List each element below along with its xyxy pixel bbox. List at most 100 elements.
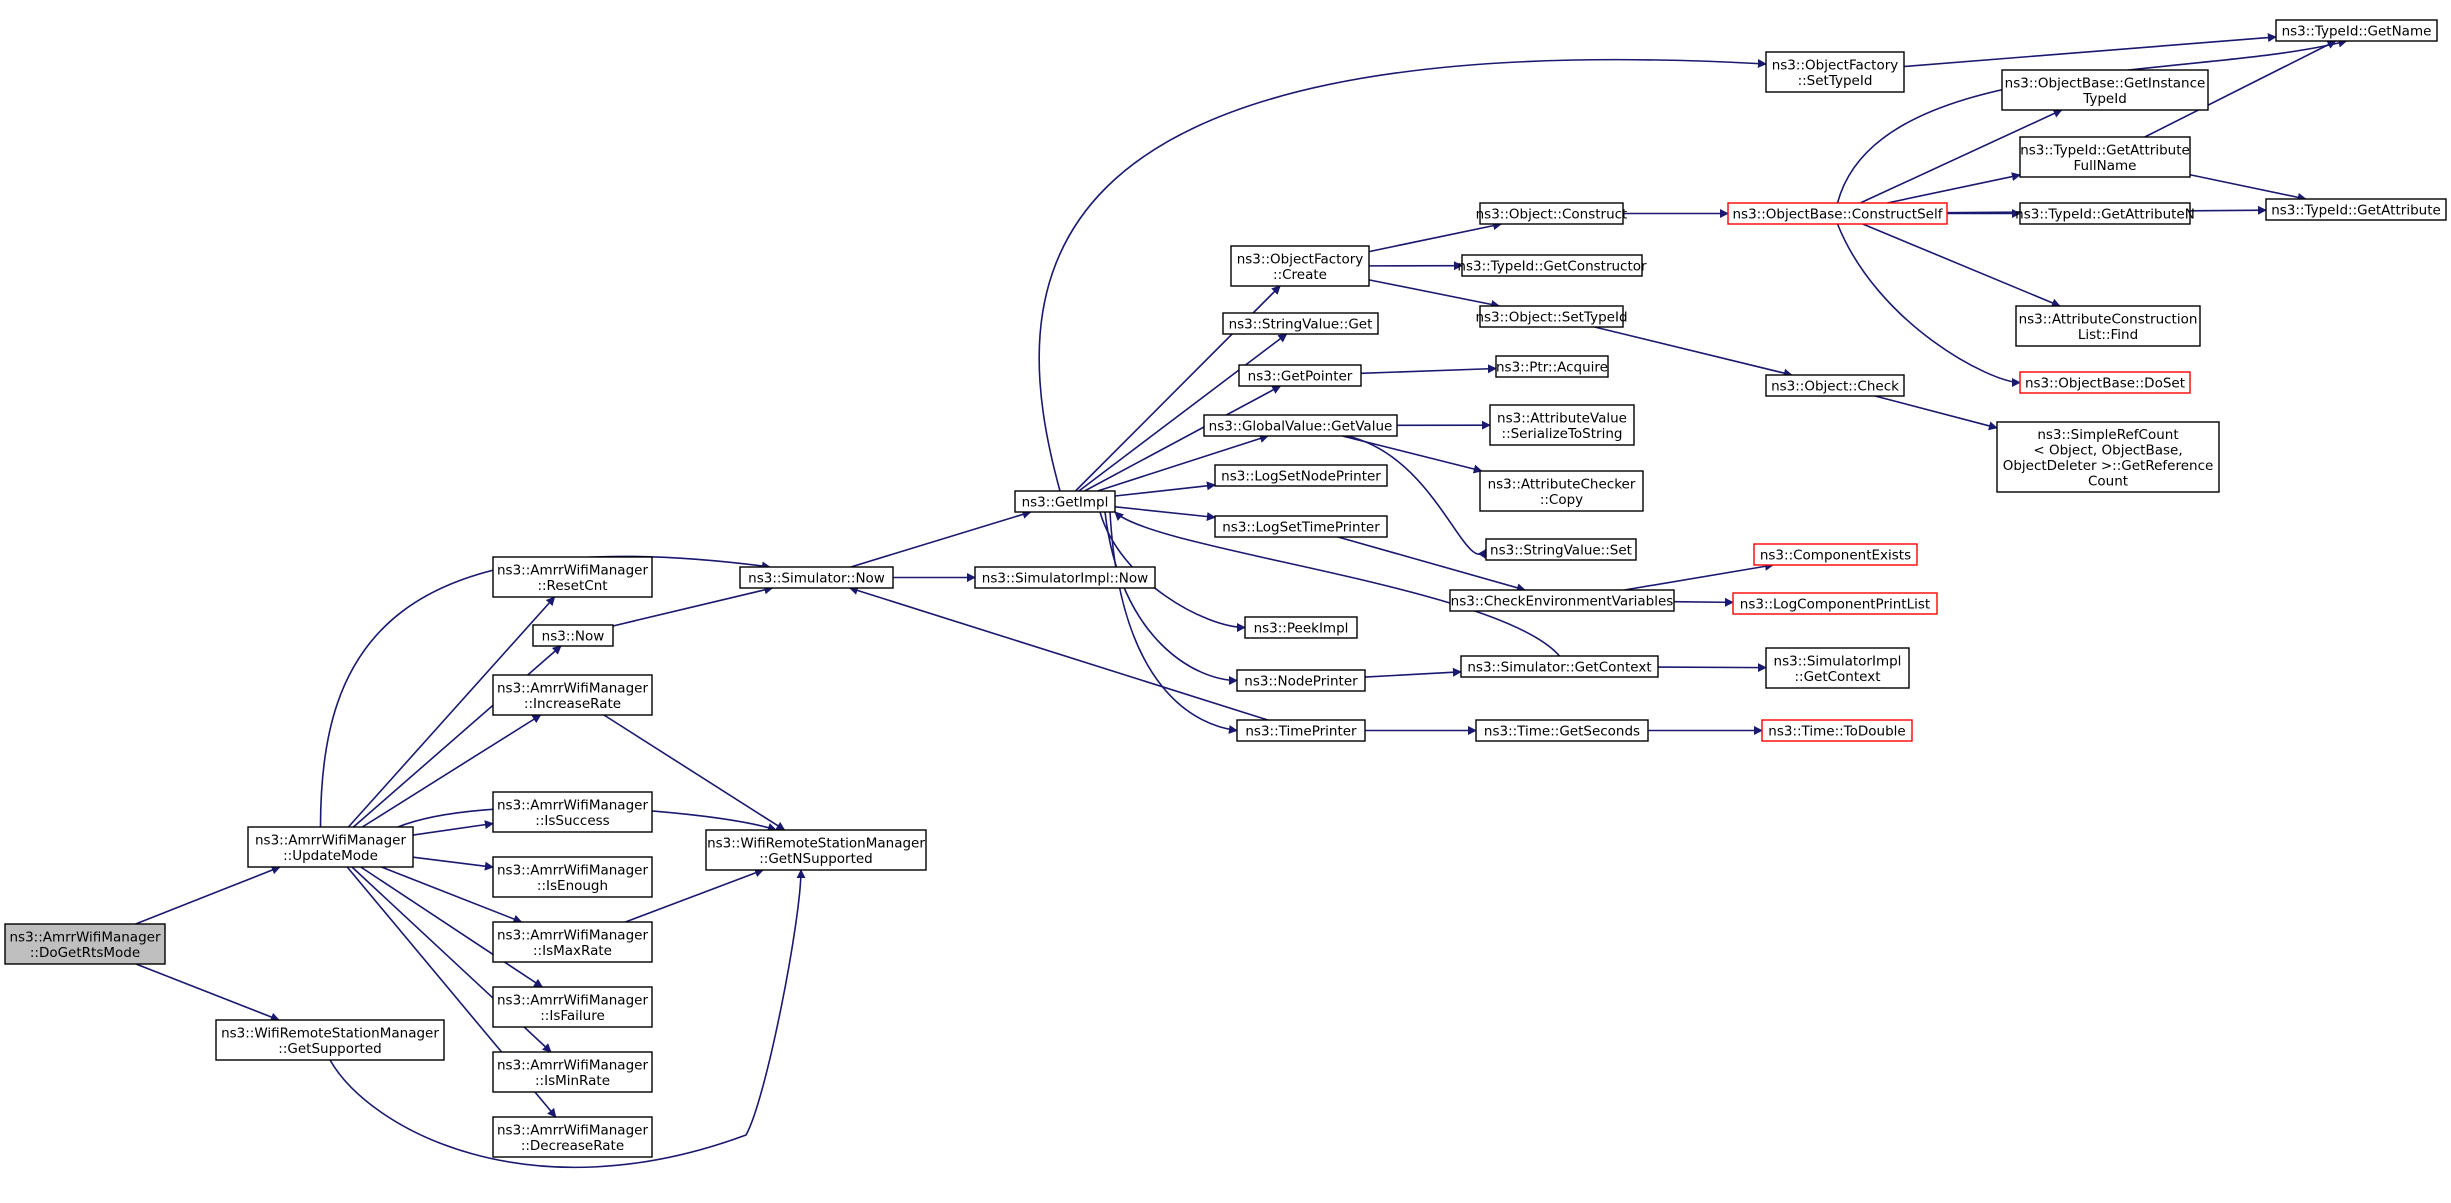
node-box (1238, 364, 1362, 387)
node-label: ns3::ObjectBase::ConstructSelf (1733, 207, 1944, 223)
node-ac-copy[interactable]: ns3::AttributeChecker::Copy (1479, 470, 1644, 512)
node-is-enough[interactable]: ns3::AmrrWifiManager::IsEnough (492, 856, 653, 898)
node-label: ns3::PeekImpl (1254, 621, 1349, 637)
edge-getImpl-to-getPointer (1084, 385, 1282, 492)
node-ob-construct-self[interactable]: ns3::ObjectBase::ConstructSelf (1727, 202, 1948, 225)
node-label: ns3::AmrrWifiManager (497, 1122, 648, 1138)
node-box (492, 791, 653, 833)
node-time-printer[interactable]: ns3::TimePrinter (1236, 719, 1366, 742)
node-box (1449, 589, 1675, 612)
node-is-max-rate[interactable]: ns3::AmrrWifiManager::IsMaxRate (492, 921, 653, 963)
node-label: ns3::TypeId::GetConstructor (1457, 259, 1647, 275)
node-box (1727, 202, 1948, 225)
node-box (492, 556, 653, 598)
edge-updateMode-to-isFailure (360, 866, 544, 988)
node-ptr-acquire[interactable]: ns3::Ptr::Acquire (1495, 355, 1609, 378)
node-log-set-node-printer[interactable]: ns3::LogSetNodePrinter (1214, 464, 1388, 487)
edge-simulatorGetContext-to-simImplGetContext (1657, 663, 1767, 673)
node-decrease-rate[interactable]: ns3::AmrrWifiManager::DecreaseRate (492, 1116, 653, 1158)
edge-getImpl-to-logSetTimePrinter (1114, 506, 1216, 522)
node-of-create[interactable]: ns3::ObjectFactory::Create (1230, 245, 1370, 287)
node-label: ns3::TypeId::GetAttributeN (2015, 207, 2195, 223)
edge-getImpl-to-logSetNodePrinter (1114, 481, 1216, 497)
edge-getImpl-to-globalValueGetValue (1097, 434, 1269, 492)
node-ob-do-set[interactable]: ns3::ObjectBase::DoSet (2019, 371, 2191, 394)
node-type-id-get-constructor[interactable]: ns3::TypeId::GetConstructor (1457, 254, 1647, 277)
node-simulator-impl-now[interactable]: ns3::SimulatorImpl::Now (974, 566, 1156, 589)
node-type-id-get-attribute[interactable]: ns3::TypeId::GetAttribute (2265, 198, 2447, 221)
node-label: ObjectDeleter >::GetReference (2003, 458, 2214, 474)
node-peek-impl[interactable]: ns3::PeekImpl (1244, 616, 1358, 639)
node-log-set-time-printer[interactable]: ns3::LogSetTimePrinter (1214, 515, 1388, 538)
node-get-n-supported[interactable]: ns3::WifiRemoteStationManager::GetNSuppo… (705, 829, 927, 871)
node-string-value-set[interactable]: ns3::StringValue::Set (1485, 538, 1637, 561)
node-label: ns3::GlobalValue::GetValue (1209, 419, 1393, 435)
node-type-id-get-attribute-n[interactable]: ns3::TypeId::GetAttributeN (2015, 202, 2195, 225)
node-box (1495, 355, 1609, 378)
edge-obConstructSelf-to-typeIdGetAttrFullName (1887, 172, 2021, 204)
node-is-success[interactable]: ns3::AmrrWifiManager::IsSuccess (492, 791, 653, 833)
node-av-serialize-to-string[interactable]: ns3::AttributeValue::SerializeToString (1489, 404, 1635, 446)
node-log-component-print-list[interactable]: ns3::LogComponentPrintList (1732, 592, 1938, 615)
node-box (2019, 371, 2191, 394)
node-box (492, 921, 653, 963)
node-box (1765, 647, 1910, 689)
node-global-value-get-value[interactable]: ns3::GlobalValue::GetValue (1203, 414, 1398, 437)
node-update-mode[interactable]: ns3::AmrrWifiManager::UpdateMode (247, 826, 414, 868)
node-box (247, 826, 414, 868)
node-box (1014, 490, 1116, 513)
node-component-exists[interactable]: ns3::ComponentExists (1753, 543, 1918, 566)
node-label: ns3::AmrrWifiManager (9, 929, 160, 945)
node-box (1222, 312, 1379, 335)
node-wrsm-get-supported[interactable]: ns3::WifiRemoteStationManager::GetSuppor… (215, 1019, 445, 1061)
node-simulator-get-context[interactable]: ns3::Simulator::GetContext (1460, 655, 1659, 678)
node-get-impl[interactable]: ns3::GetImpl (1014, 490, 1116, 513)
node-label: ns3::TimePrinter (1245, 724, 1357, 740)
node-check-env-vars[interactable]: ns3::CheckEnvironmentVariables (1449, 589, 1675, 612)
node-object-set-type-id[interactable]: ns3::Object::SetTypeId (1475, 305, 1628, 328)
node-sim-impl-get-context[interactable]: ns3::SimulatorImpl::GetContext (1765, 647, 1910, 689)
node-label: ::SetTypeId (1798, 73, 1873, 89)
node-increase-rate[interactable]: ns3::AmrrWifiManager::IncreaseRate (492, 674, 653, 716)
node-is-min-rate[interactable]: ns3::AmrrWifiManager::IsMinRate (492, 1051, 653, 1093)
node-box (1479, 470, 1644, 512)
function-nodes: ns3::AmrrWifiManager::DoGetRtsModens3::A… (4, 19, 2447, 1158)
node-label: ns3::AmrrWifiManager (497, 992, 648, 1008)
node-label: ns3::Object::Construct (1476, 207, 1628, 223)
edge-globalValueGetValue-to-stringValueSet (1346, 435, 1487, 559)
node-reset-cnt[interactable]: ns3::AmrrWifiManager::ResetCnt (492, 556, 653, 598)
node-label: ns3::AmrrWifiManager (497, 680, 648, 696)
edge-typeIdGetAttrFullName-to-typeIdGetAttribute (2189, 173, 2307, 202)
node-now[interactable]: ns3::Now (532, 624, 614, 647)
node-object-check[interactable]: ns3::Object::Check (1765, 374, 1905, 397)
node-label: TypeId (2082, 91, 2127, 107)
node-get-pointer[interactable]: ns3::GetPointer (1238, 364, 1362, 387)
node-label: ::GetSupported (278, 1041, 381, 1057)
node-label: ns3::AmrrWifiManager (497, 562, 648, 578)
node-simple-ref-count[interactable]: ns3::SimpleRefCount< Object, ObjectBase,… (1996, 421, 2220, 493)
node-simulator-now[interactable]: ns3::Simulator::Now (739, 566, 894, 589)
node-time-to-double[interactable]: ns3::Time::ToDouble (1761, 719, 1913, 742)
node-is-failure[interactable]: ns3::AmrrWifiManager::IsFailure (492, 986, 653, 1028)
node-box (1461, 254, 1643, 277)
node-label: ns3::AttributeValue (1497, 410, 1627, 426)
node-type-id-get-name[interactable]: ns3::TypeId::GetName (2275, 19, 2438, 42)
node-box (974, 566, 1156, 589)
node-node-printer[interactable]: ns3::NodePrinter (1236, 669, 1366, 692)
node-of-set-type-id[interactable]: ns3::ObjectFactory::SetTypeId (1765, 51, 1905, 93)
node-object-construct[interactable]: ns3::Object::Construct (1476, 202, 1628, 225)
node-label: ns3::AttributeChecker (1488, 476, 1636, 492)
node-box (1996, 421, 2220, 493)
node-box (2019, 202, 2191, 225)
node-box (1765, 51, 1905, 93)
edge-checkEnvVars-to-componentExists (1624, 561, 1774, 591)
edge-getImpl-to-ofSetTypeId (1038, 58, 1767, 492)
node-label: ::IncreaseRate (524, 696, 621, 712)
node-string-value-get[interactable]: ns3::StringValue::Get (1222, 312, 1379, 335)
node-label: ns3::ObjectFactory (1237, 251, 1364, 267)
node-time-get-seconds[interactable]: ns3::Time::GetSeconds (1475, 719, 1649, 742)
node-label: ns3::StringValue::Get (1229, 317, 1373, 333)
